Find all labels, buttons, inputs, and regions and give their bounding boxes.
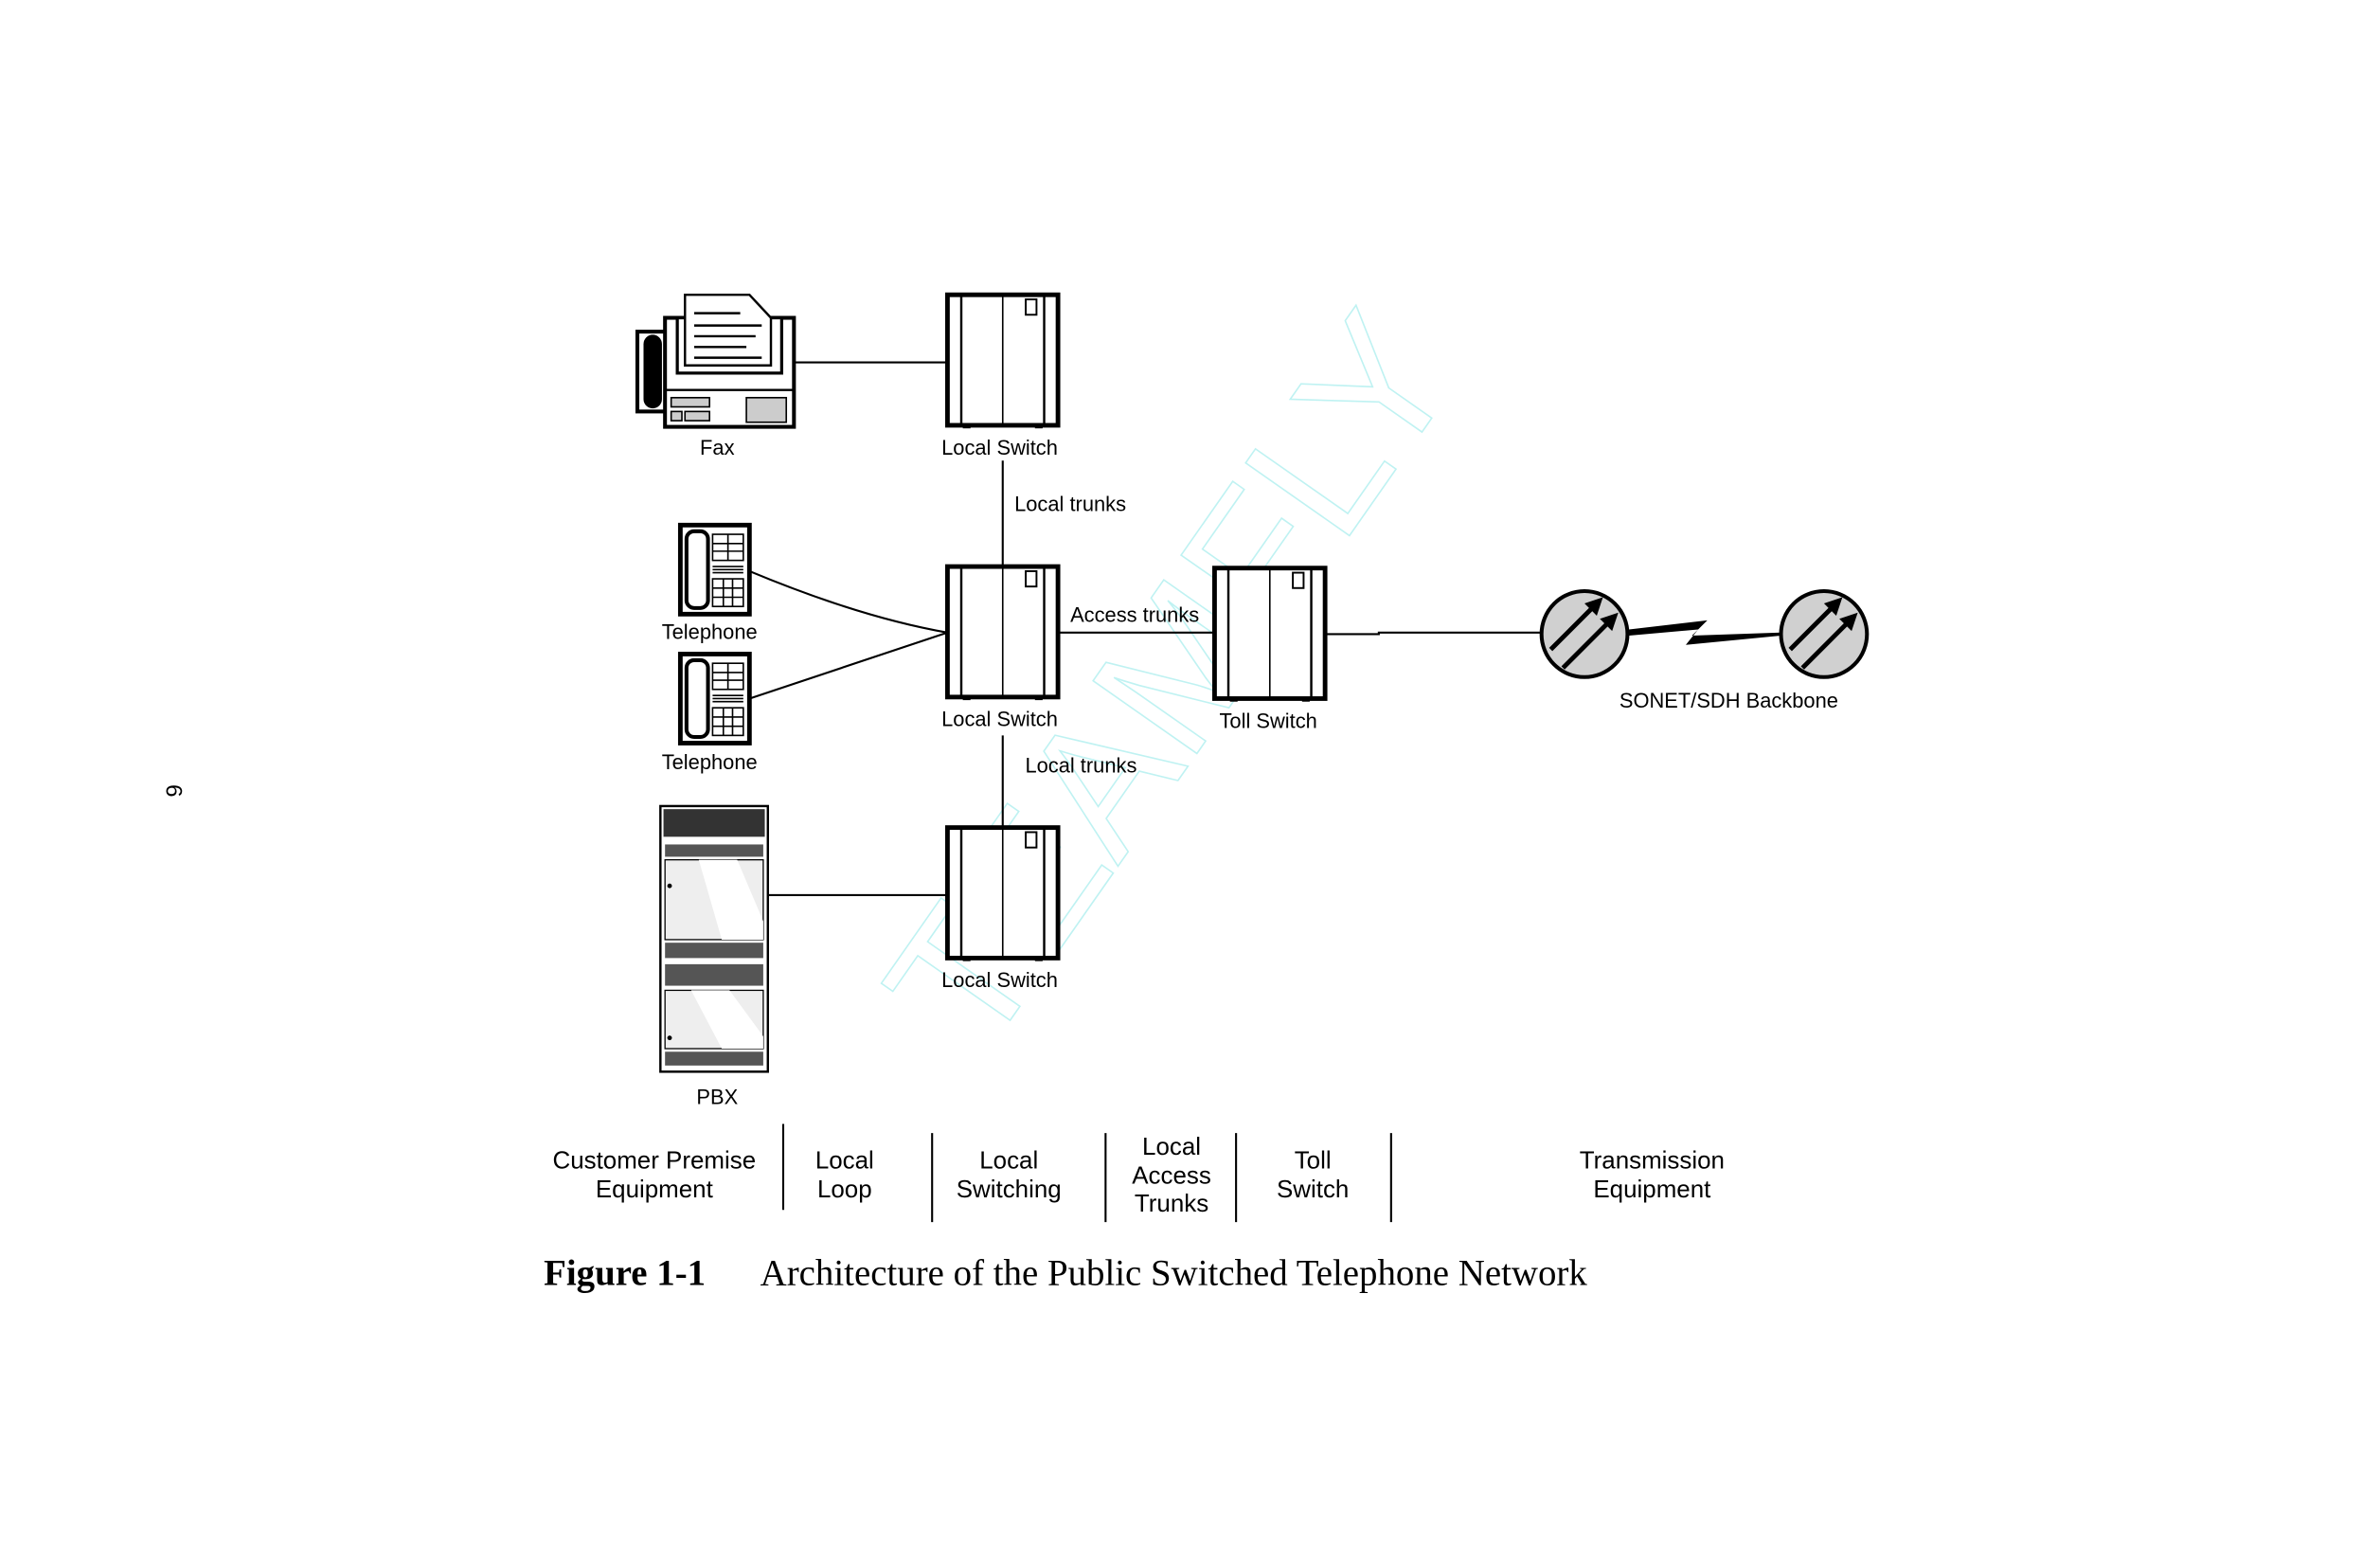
lightning-link-icon xyxy=(1629,620,1781,645)
telephone-label: Telephone xyxy=(662,750,758,774)
category-label: Trunks xyxy=(1135,1191,1208,1217)
local-trunks-label: Local trunks xyxy=(1025,753,1136,777)
telephone-icon xyxy=(680,654,749,743)
local-trunks-label: Local trunks xyxy=(1014,493,1126,516)
category-strip: Customer Premise Equipment Local Loop Lo… xyxy=(553,1123,1725,1223)
fax-label: Fax xyxy=(700,436,735,459)
figure-number: Figure 1-1 xyxy=(544,1253,706,1294)
toll-switch-label: Toll Switch xyxy=(1219,709,1316,732)
category-label: Toll xyxy=(1295,1147,1332,1174)
category-label: Equipment xyxy=(1593,1177,1711,1203)
page-number: 6 xyxy=(160,784,186,798)
watermark: TEAMFLY xyxy=(847,279,1494,1082)
local-switch-label: Local Switch xyxy=(941,968,1058,992)
category-label: Local xyxy=(979,1147,1038,1174)
category-label: Loop xyxy=(817,1177,872,1203)
local-switch-icon xyxy=(947,828,1058,961)
sonet-node-icon xyxy=(1781,591,1868,677)
toll-switch-icon xyxy=(1214,568,1325,702)
category-label: Local xyxy=(815,1147,874,1174)
category-label: Transmission xyxy=(1580,1147,1725,1174)
category-label: Switch xyxy=(1277,1177,1349,1203)
fax-icon xyxy=(635,293,796,429)
sonet-node-icon xyxy=(1542,591,1628,677)
local-switch-label: Local Switch xyxy=(941,436,1058,459)
access-trunks-label: Access trunks xyxy=(1070,602,1199,626)
pbx-label: PBX xyxy=(696,1085,738,1108)
local-switch-icon xyxy=(947,566,1058,700)
category-label: Local xyxy=(1142,1134,1201,1160)
telephone-icon xyxy=(680,525,749,614)
backbone-label: SONET/SDH Backbone xyxy=(1619,689,1838,712)
category-label: Customer Premise xyxy=(553,1147,757,1174)
telephone-1-link xyxy=(748,569,948,634)
local-switch-icon xyxy=(947,295,1058,428)
pbx-icon xyxy=(659,804,769,1073)
telephone-label: Telephone xyxy=(662,620,758,643)
category-label: Access xyxy=(1132,1163,1211,1190)
telephone-2-link xyxy=(748,631,948,700)
category-label: Switching xyxy=(957,1177,1062,1203)
figure-title: Architecture of the Public Switched Tele… xyxy=(761,1253,1588,1294)
toll-backbone-link xyxy=(1325,631,1542,636)
local-switch-label: Local Switch xyxy=(941,708,1058,731)
category-label: Equipment xyxy=(596,1177,714,1203)
